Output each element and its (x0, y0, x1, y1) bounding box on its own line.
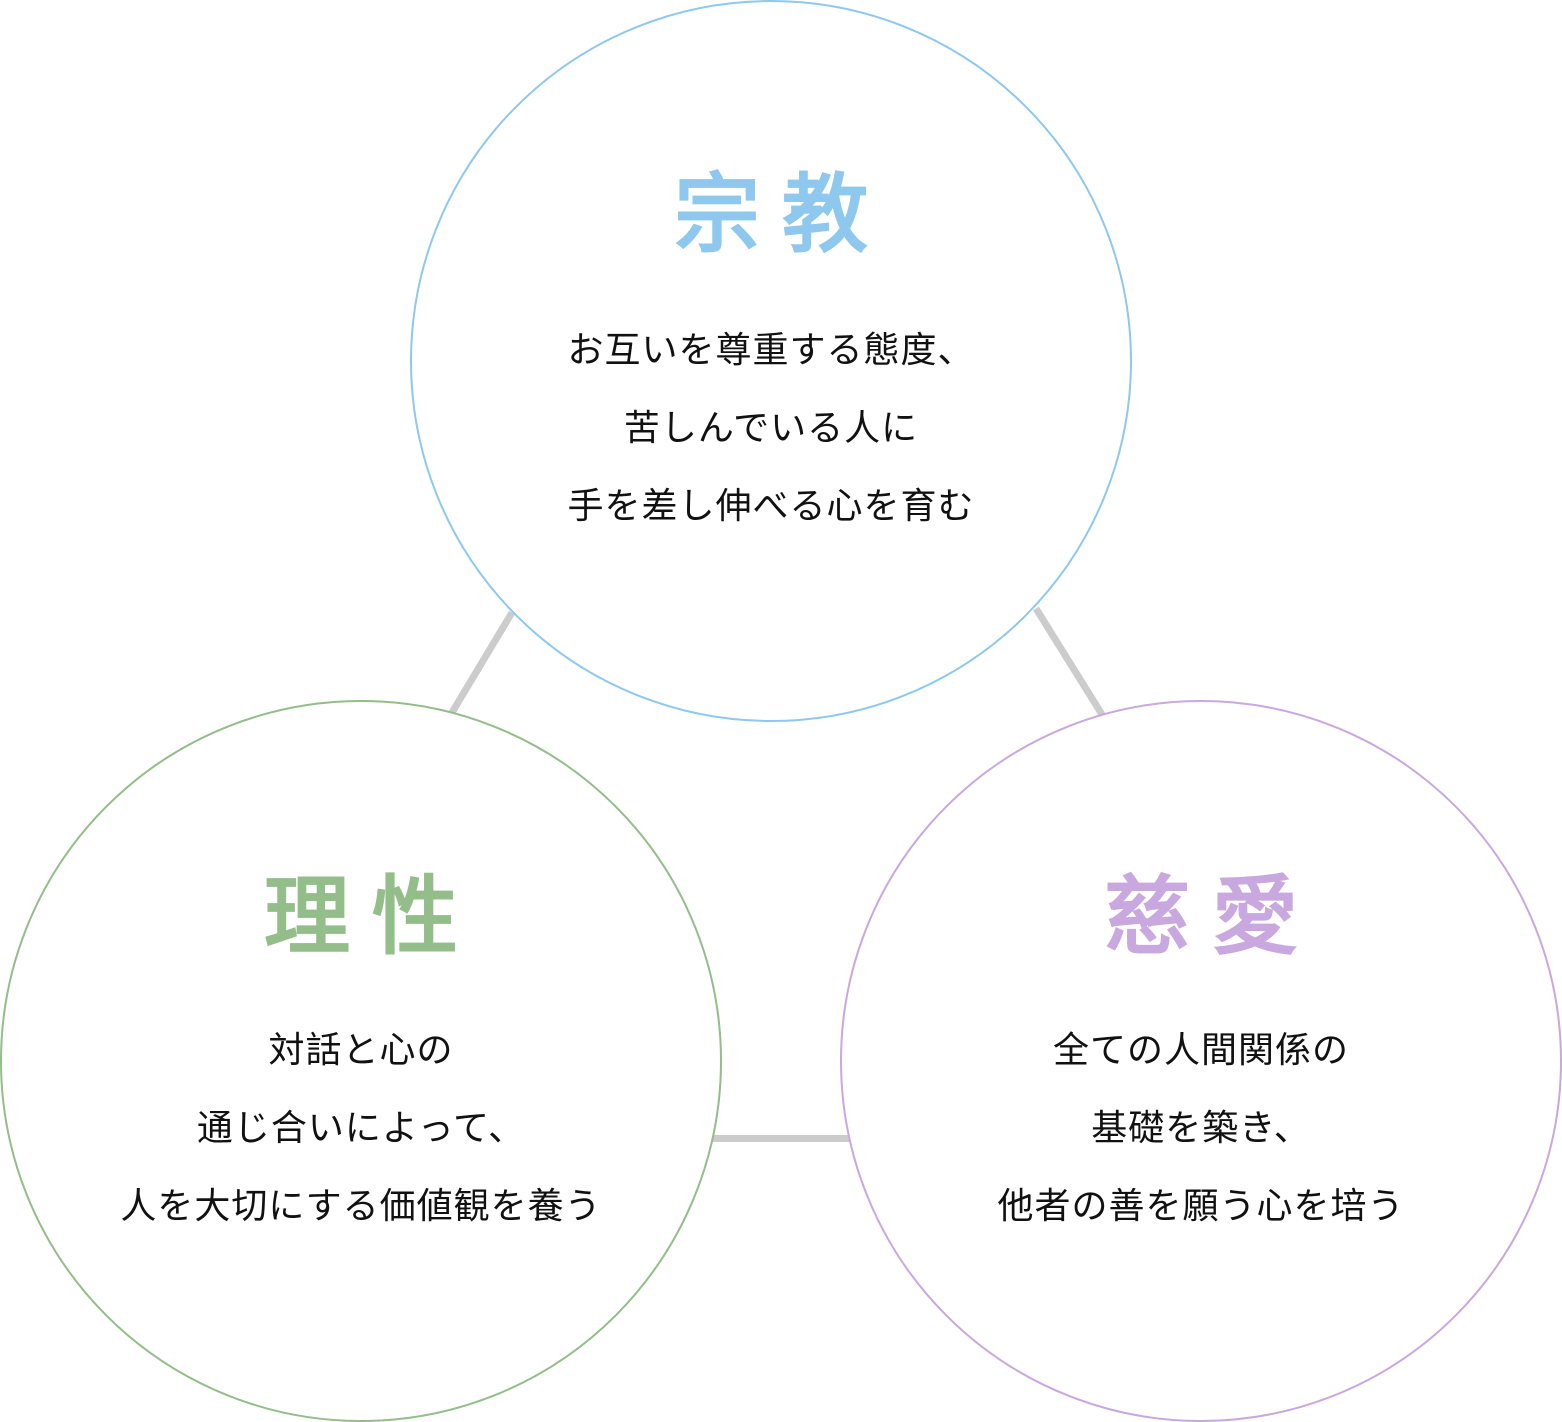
circle-religion: 宗教 お互いを尊重する態度、 苦しんでいる人に 手を差し伸べる心を育む (410, 0, 1132, 722)
circle-religion-line-2: 苦しんでいる人に (623, 408, 919, 449)
connector-religion-reason (449, 610, 516, 714)
circle-love-line-3: 他者の善を願う心を培う (997, 1186, 1405, 1227)
connector-religion-love (1033, 606, 1105, 716)
circle-religion-description: お互いを尊重する態度、 苦しんでいる人に 手を差し伸べる心を育む (412, 312, 1130, 546)
circle-love-line-2: 基礎を築き、 (1091, 1108, 1311, 1149)
connector-reason-love (712, 1134, 850, 1142)
circle-religion-line-1: お互いを尊重する態度、 (567, 330, 975, 371)
circle-reason-line-3: 人を大切にする価値観を養う (120, 1186, 602, 1227)
circle-religion-line-3: 手を差し伸べる心を育む (567, 486, 975, 527)
circle-reason: 理性 対話と心の 通じ合いによって、 人を大切にする価値観を養う (0, 700, 722, 1422)
circle-love-line-1: 全ての人間関係の (1052, 1030, 1349, 1071)
circle-love: 慈愛 全ての人間関係の 基礎を築き、 他者の善を願う心を培う (840, 700, 1562, 1422)
circle-love-title: 慈愛 (1104, 866, 1320, 967)
circle-reason-description: 対話と心の 通じ合いによって、 人を大切にする価値観を養う (2, 1012, 720, 1246)
circle-religion-title: 宗教 (674, 164, 890, 265)
circle-reason-title: 理性 (264, 866, 480, 967)
circle-reason-line-2: 通じ合いによって、 (196, 1108, 526, 1149)
circle-love-description: 全ての人間関係の 基礎を築き、 他者の善を願う心を培う (842, 1012, 1560, 1246)
circle-reason-line-1: 対話と心の (268, 1030, 454, 1071)
